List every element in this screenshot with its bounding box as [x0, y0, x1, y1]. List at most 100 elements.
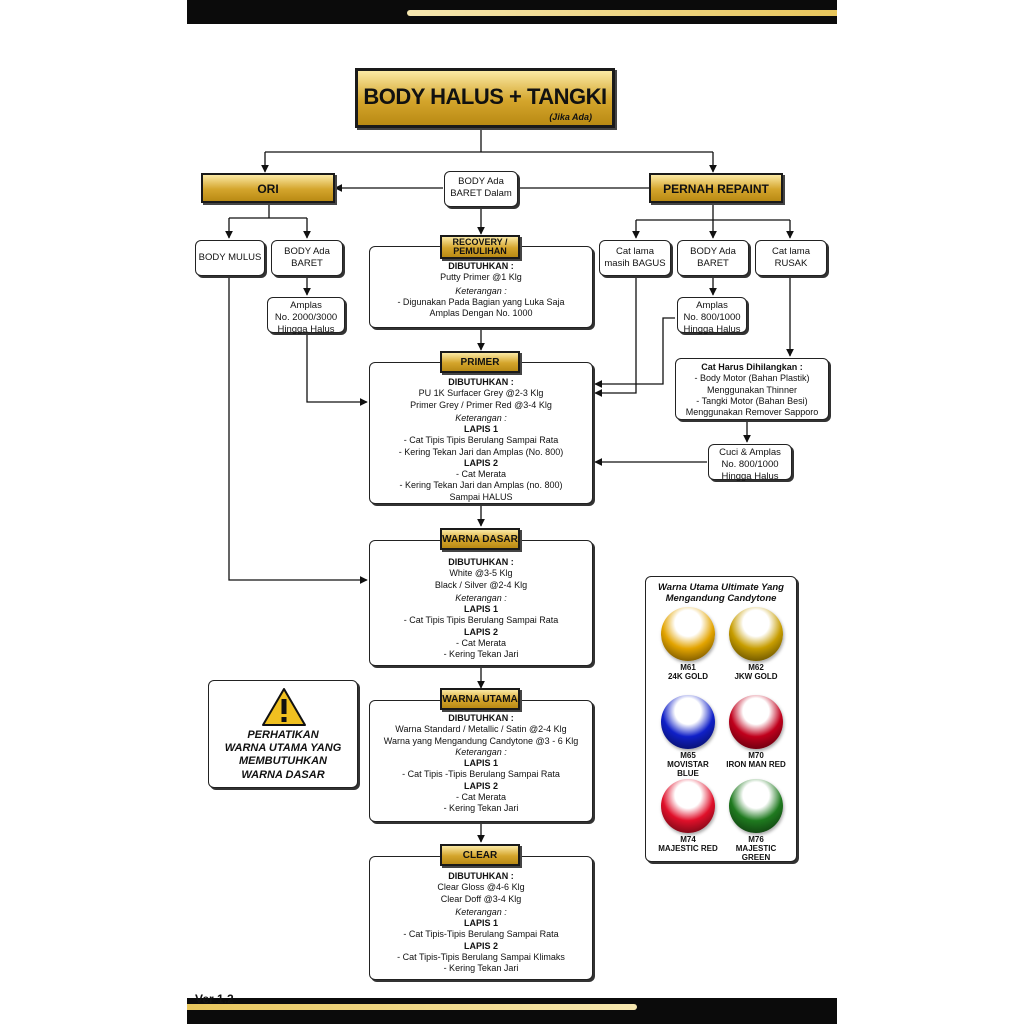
primer-need-title: DIBUTUHKAN : — [448, 377, 514, 387]
node-body-mulus: BODY MULUS — [195, 240, 265, 276]
step-primer-box: DIBUTUHKAN : PU 1K Surfacer Grey @2-3 Kl… — [369, 362, 593, 504]
candytone-palette: Warna Utama Ultimate Yang Mengandung Can… — [645, 576, 797, 862]
node-amplas-2000: Amplas No. 2000/3000 Hingga Halus — [267, 297, 345, 335]
node-left-body-ada-baret: BODY Ada BARET — [271, 240, 343, 276]
step-primer-label: PRIMER — [440, 351, 520, 373]
dasar-lapis1-text: - Cat Tipis Tipis Berulang Sampai Rata — [403, 615, 559, 626]
node-cat-harus-dihilangkan: Cat Harus Dihilangkan : - Body Motor (Ba… — [675, 358, 829, 420]
swatch-name: MAJESTIC GREEN — [735, 843, 777, 862]
dasar-lapis1: LAPIS 1 — [463, 604, 498, 614]
clear-lapis2: LAPIS 2 — [463, 940, 498, 951]
swatch-code: M61 — [680, 663, 696, 672]
clear-lapis1: LAPIS 1 — [463, 918, 498, 928]
swatch-code: M74 — [680, 835, 696, 844]
branch-center-baret-dalam: BODY Ada BARET Dalam — [444, 171, 518, 207]
step-warna-dasar-box: DIBUTUHKAN : White @3-5 Klg Black / Silv… — [369, 540, 593, 666]
step-warna-dasar-label: WARNA DASAR — [440, 528, 520, 550]
title-sub: (Jika Ada) — [549, 112, 592, 122]
primer-need: PU 1K Surfacer Grey @2-3 Klg Primer Grey… — [410, 388, 552, 410]
warning-icon — [262, 688, 306, 726]
recovery-note-title: Keterangan : — [455, 285, 507, 296]
top-gold-stripe — [407, 10, 837, 16]
bottom-band — [187, 998, 837, 1024]
swatch-name: MOVISTAR BLUE — [667, 759, 709, 778]
clear-need-title: DIBUTUHKAN : — [448, 871, 514, 881]
primer-note-title: Keterangan : — [455, 412, 507, 423]
color-sphere — [729, 607, 783, 661]
swatch-name: JKW GOLD — [734, 671, 778, 681]
clear-need: Clear Gloss @4-6 Klg Clear Doff @3-4 Klg — [437, 882, 525, 904]
clear-note-title: Keterangan : — [455, 906, 507, 917]
title-main: BODY HALUS + TANGKI — [363, 84, 607, 109]
version-label: Ver 1.2 — [195, 992, 234, 1006]
swatch-code: M62 — [748, 663, 764, 672]
swatch-name: 24K GOLD — [667, 671, 708, 681]
dasar-need: White @3-5 Klg Black / Silver @2-4 Klg — [434, 568, 528, 590]
diagram-title: BODY HALUS + TANGKI (Jika Ada) — [355, 68, 615, 128]
branch-ori: ORI — [201, 173, 335, 203]
utama-lapis1: LAPIS 1 — [463, 758, 498, 768]
swatch-name: IRON MAN RED — [726, 759, 786, 769]
dasar-note-title: Keterangan : — [455, 592, 507, 603]
primer-lapis2-text: - Cat Merata - Kering Tekan Jari dan Amp… — [399, 469, 563, 502]
clear-lapis1-text: - Cat Tipis-Tipis Berulang Sampai Rata — [403, 929, 559, 940]
step-clear-label: CLEAR — [440, 844, 520, 866]
swatch-code: M65 — [680, 751, 696, 760]
step-recovery-label: RECOVERY / PEMULIHAN — [440, 235, 520, 259]
branch-pernah-repaint: PERNAH REPAINT — [649, 173, 783, 203]
dasar-need-title: DIBUTUHKAN : — [448, 557, 514, 567]
recovery-need-title: DIBUTUHKAN : — [448, 261, 514, 271]
color-sphere — [661, 607, 715, 661]
swatch-code: M76 — [748, 835, 764, 844]
hapus-body: - Body Motor (Bahan Plastik) Menggunakan… — [685, 373, 819, 417]
palette-title: Warna Utama Ultimate Yang Mengandung Can… — [657, 582, 784, 604]
color-sphere — [661, 695, 715, 749]
dasar-lapis2-text: - Cat Merata - Kering Tekan Jari — [443, 637, 519, 659]
utama-lapis1-text: - Cat Tipis -Tipis Berulang Sampai Rata — [402, 769, 560, 780]
node-cuci-amplas: Cuci & Amplas No. 800/1000 Hingga Halus — [708, 444, 792, 482]
color-sphere — [661, 779, 715, 833]
flowchart-sheet: BODY HALUS + TANGKI (Jika Ada) ORI BODY … — [187, 0, 837, 1024]
bottom-gold-stripe — [187, 1004, 637, 1010]
warning-text: PERHATIKAN WARNA UTAMA YANG MEMBUTUHKAN … — [224, 729, 342, 781]
top-band — [187, 0, 837, 24]
utama-need: Warna Standard / Metallic / Satin @2-4 K… — [383, 724, 579, 746]
node-amplas-800: Amplas No. 800/1000 Hingga Halus — [677, 297, 747, 335]
color-sphere — [729, 779, 783, 833]
primer-lapis2: LAPIS 2 — [463, 457, 498, 468]
color-sphere — [729, 695, 783, 749]
clear-lapis2-text: - Cat Tipis-Tipis Berulang Sampai Klimak… — [397, 951, 565, 973]
swatch-code: M70 — [748, 751, 764, 760]
swatch-name: MAJESTIC RED — [658, 843, 718, 853]
recovery-need: Putty Primer @1 Klg — [440, 272, 522, 283]
dasar-lapis2: LAPIS 2 — [463, 626, 498, 637]
node-cat-lama-bagus: Cat lama masih BAGUS — [599, 240, 671, 276]
utama-lapis2-text: - Cat Merata - Kering Tekan Jari — [443, 791, 519, 813]
recovery-note: - Digunakan Pada Bagian yang Luka Saja A… — [397, 296, 565, 318]
hapus-title: Cat Harus Dihilangkan : — [701, 362, 803, 372]
primer-lapis1: LAPIS 1 — [463, 424, 498, 434]
warning-box: PERHATIKAN WARNA UTAMA YANG MEMBUTUHKAN … — [208, 680, 358, 788]
node-cat-lama-rusak: Cat lama RUSAK — [755, 240, 827, 276]
node-right-body-ada-baret: BODY Ada BARET — [677, 240, 749, 276]
step-warna-utama-box: DIBUTUHKAN : Warna Standard / Metallic /… — [369, 700, 593, 822]
utama-note-title: Keterangan : — [455, 746, 507, 757]
utama-lapis2: LAPIS 2 — [463, 780, 498, 791]
utama-need-title: DIBUTUHKAN : — [448, 713, 514, 723]
step-warna-utama-label: WARNA UTAMA — [440, 688, 520, 710]
primer-lapis1-text: - Cat Tipis Tipis Berulang Sampai Rata -… — [398, 435, 564, 457]
connector-lines — [225, 128, 794, 843]
step-clear-box: DIBUTUHKAN : Clear Gloss @4-6 Klg Clear … — [369, 856, 593, 980]
